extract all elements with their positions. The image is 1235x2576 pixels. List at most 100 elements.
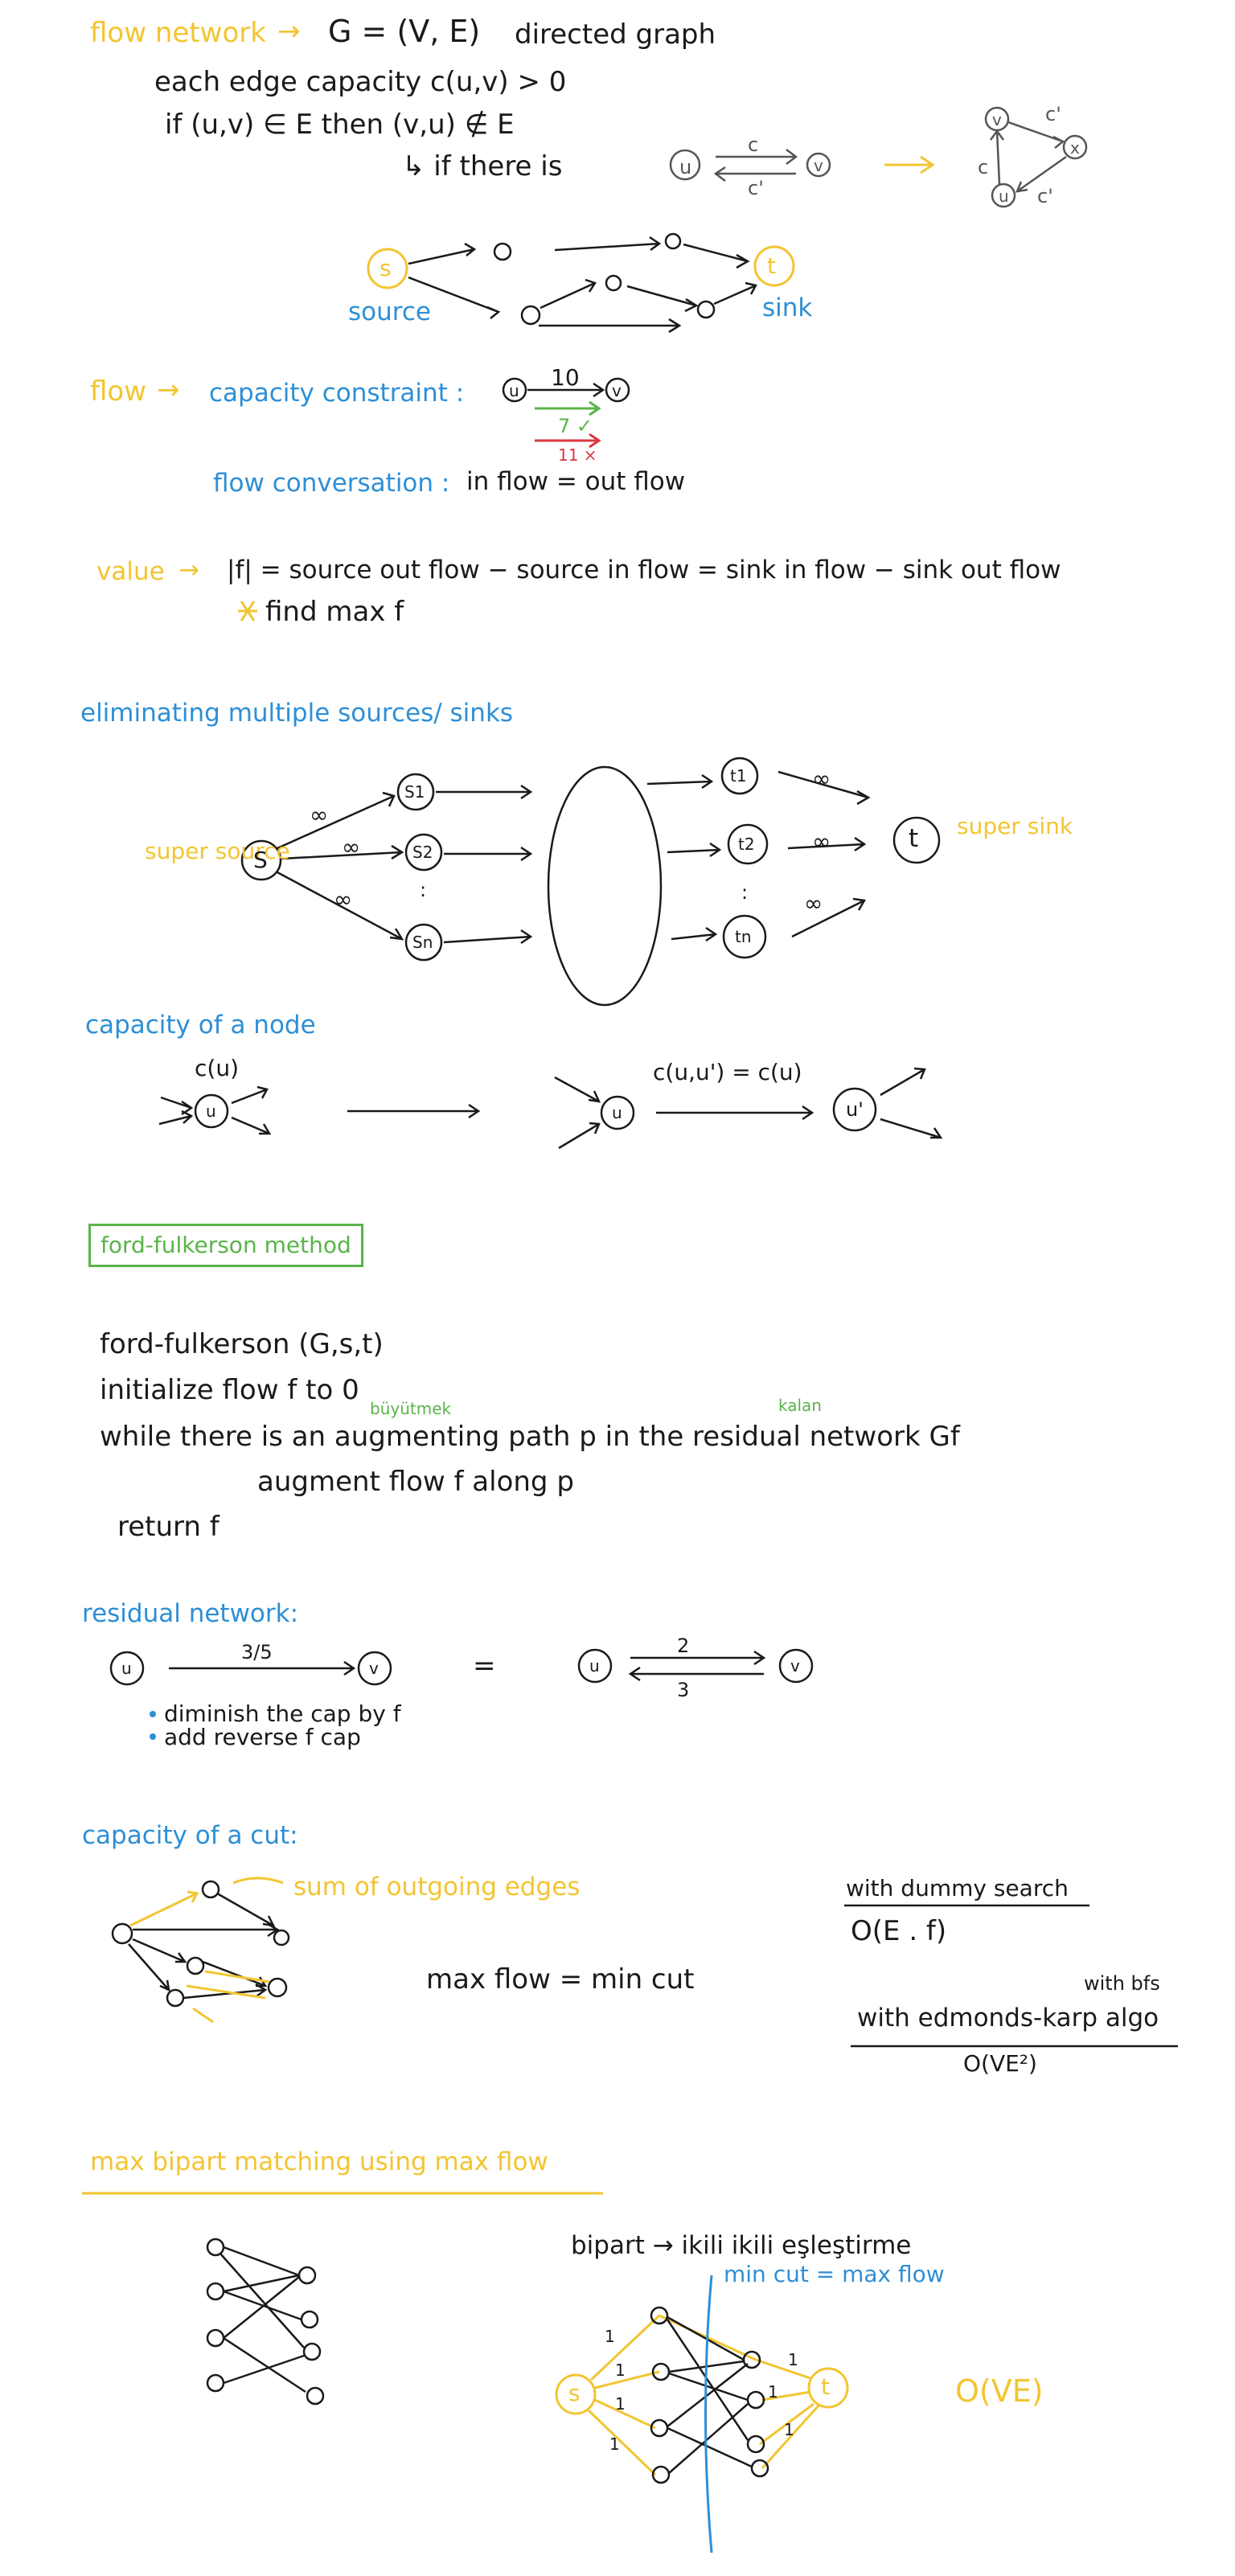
value-label: value: [96, 557, 165, 586]
split-edge-capacity: c(u,u') = c(u): [653, 1059, 802, 1085]
res-node-u: u: [121, 1659, 132, 1678]
source-node: s: [380, 255, 392, 281]
bip-source-node: s: [568, 2380, 581, 2406]
tri-edge-c: c: [978, 156, 989, 178]
dummy-search-complexity: O(E . f): [851, 1915, 947, 1947]
arrow: →: [178, 556, 199, 585]
cap-1-c: 1: [615, 2394, 626, 2414]
section-title-multiple-sources: eliminating multiple sources/ sinks: [80, 699, 514, 728]
node-u: u: [679, 156, 692, 178]
dots-sinks: :: [741, 881, 749, 904]
capacity-constraint: capacity constraint :: [209, 379, 465, 408]
tri-edge-c2: c': [1037, 185, 1053, 207]
ff-return: return f: [117, 1511, 220, 1543]
res2-node-v: v: [790, 1656, 800, 1676]
cap-1-f: 1: [768, 2382, 778, 2402]
arrow: →: [277, 15, 301, 47]
arrow: →: [157, 374, 180, 406]
tri-edge-c1: c': [1045, 103, 1061, 125]
ford-fulkerson-heading-text: ford-fulkerson method: [101, 1232, 351, 1258]
min-cut-note: min cut = max flow: [724, 2261, 945, 2287]
cc-ok-value: 7 ✓: [558, 415, 593, 437]
graph-kind: directed graph: [515, 18, 716, 51]
ff-augment: augment flow f along p: [257, 1466, 574, 1498]
super-source-node: S: [253, 847, 268, 873]
edmonds-karp-complexity: O(VE²): [963, 2050, 1037, 2077]
cap-1-a: 1: [605, 2327, 615, 2346]
edge-c-prime: c': [748, 177, 764, 199]
node-v: v: [814, 156, 823, 175]
tri-node-u: u: [999, 187, 1009, 206]
cap-1-b: 1: [615, 2361, 626, 2380]
bipart-description: bipart → ikili ikili eşleştirme: [571, 2231, 912, 2260]
cap-1-d: 1: [609, 2434, 620, 2454]
bip-sink-node: t: [821, 2373, 830, 2400]
section-title-cut: capacity of a cut:: [82, 1821, 298, 1850]
cc-bad-value: 11 ×: [558, 445, 597, 465]
source-label: source: [348, 297, 431, 326]
res2-node-u: u: [589, 1656, 600, 1676]
flow-network-label: flow network: [90, 17, 266, 49]
antiparallel-rule: if (u,v) ∈ E then (v,u) ∉ E: [165, 109, 515, 141]
inf-s1: ∞: [310, 802, 329, 828]
res-forward-cap: 2: [677, 1635, 690, 1657]
node-t2: t2: [738, 835, 755, 854]
inf-sn: ∞: [334, 886, 353, 913]
value-equation: |f| = source out flow − source in flow =…: [227, 556, 1061, 585]
graph-definition: G = (V, E): [328, 14, 481, 49]
bipartite-complexity: O(VE): [955, 2373, 1044, 2409]
node-u: u: [206, 1101, 216, 1121]
node-u-prime: u': [846, 1098, 864, 1121]
res-backward-cap: 3: [677, 1679, 690, 1701]
max-flow-min-cut: max flow = min cut: [426, 1963, 695, 1996]
tri-node-v: v: [992, 110, 1002, 129]
res-node-v: v: [369, 1659, 379, 1678]
inf-s2: ∞: [342, 834, 361, 860]
inf-t1: ∞: [812, 765, 831, 792]
cap-1-g: 1: [784, 2420, 794, 2439]
inf-t2: ∞: [812, 828, 831, 855]
ford-fulkerson-heading: ford-fulkerson method: [88, 1224, 363, 1267]
equals-sign: =: [473, 1650, 496, 1682]
super-sink-node: t: [909, 824, 919, 853]
node-s1: S1: [404, 782, 425, 802]
cc-node-v: v: [612, 381, 622, 400]
node-t1: t1: [730, 766, 747, 786]
cc-capacity: 10: [551, 364, 580, 391]
cap-1-e: 1: [788, 2350, 798, 2369]
tri-node-x: x: [1070, 138, 1080, 158]
cc-node-u: u: [509, 381, 519, 400]
node-sn: Sn: [412, 933, 433, 952]
res-bullet-1: diminish the cap by f: [164, 1700, 401, 1727]
flow-conservation: flow conversation :: [213, 469, 450, 498]
super-sink-label: super sink: [957, 813, 1073, 839]
node-capacity-cu: c(u): [195, 1055, 239, 1081]
dots-sources: :: [420, 879, 427, 901]
ff-initialize: initialize flow f to 0: [100, 1374, 359, 1406]
edge-c: c: [748, 133, 759, 156]
section-title-residual: residual network:: [82, 1599, 299, 1628]
node-s2: S2: [412, 843, 433, 862]
inf-tn: ∞: [804, 890, 823, 917]
find-max: find max f: [265, 596, 404, 628]
section-title-node-capacity: capacity of a node: [85, 1011, 316, 1040]
antiparallel-note: ↳ if there is: [402, 150, 563, 183]
super-source-label: super source: [145, 838, 290, 864]
note-residual: kalan: [778, 1396, 822, 1415]
node-u-split: u: [612, 1103, 622, 1122]
dummy-search-label: with dummy search: [846, 1875, 1069, 1901]
sink-label: sink: [762, 293, 813, 322]
node-tn: tn: [735, 927, 752, 946]
flow-label: flow: [90, 375, 147, 408]
edmonds-karp-label: with edmonds-karp algo: [857, 2004, 1159, 2032]
ff-while: while there is an augmenting path p in t…: [100, 1421, 960, 1453]
note-augmenting: büyütmek: [370, 1399, 452, 1418]
